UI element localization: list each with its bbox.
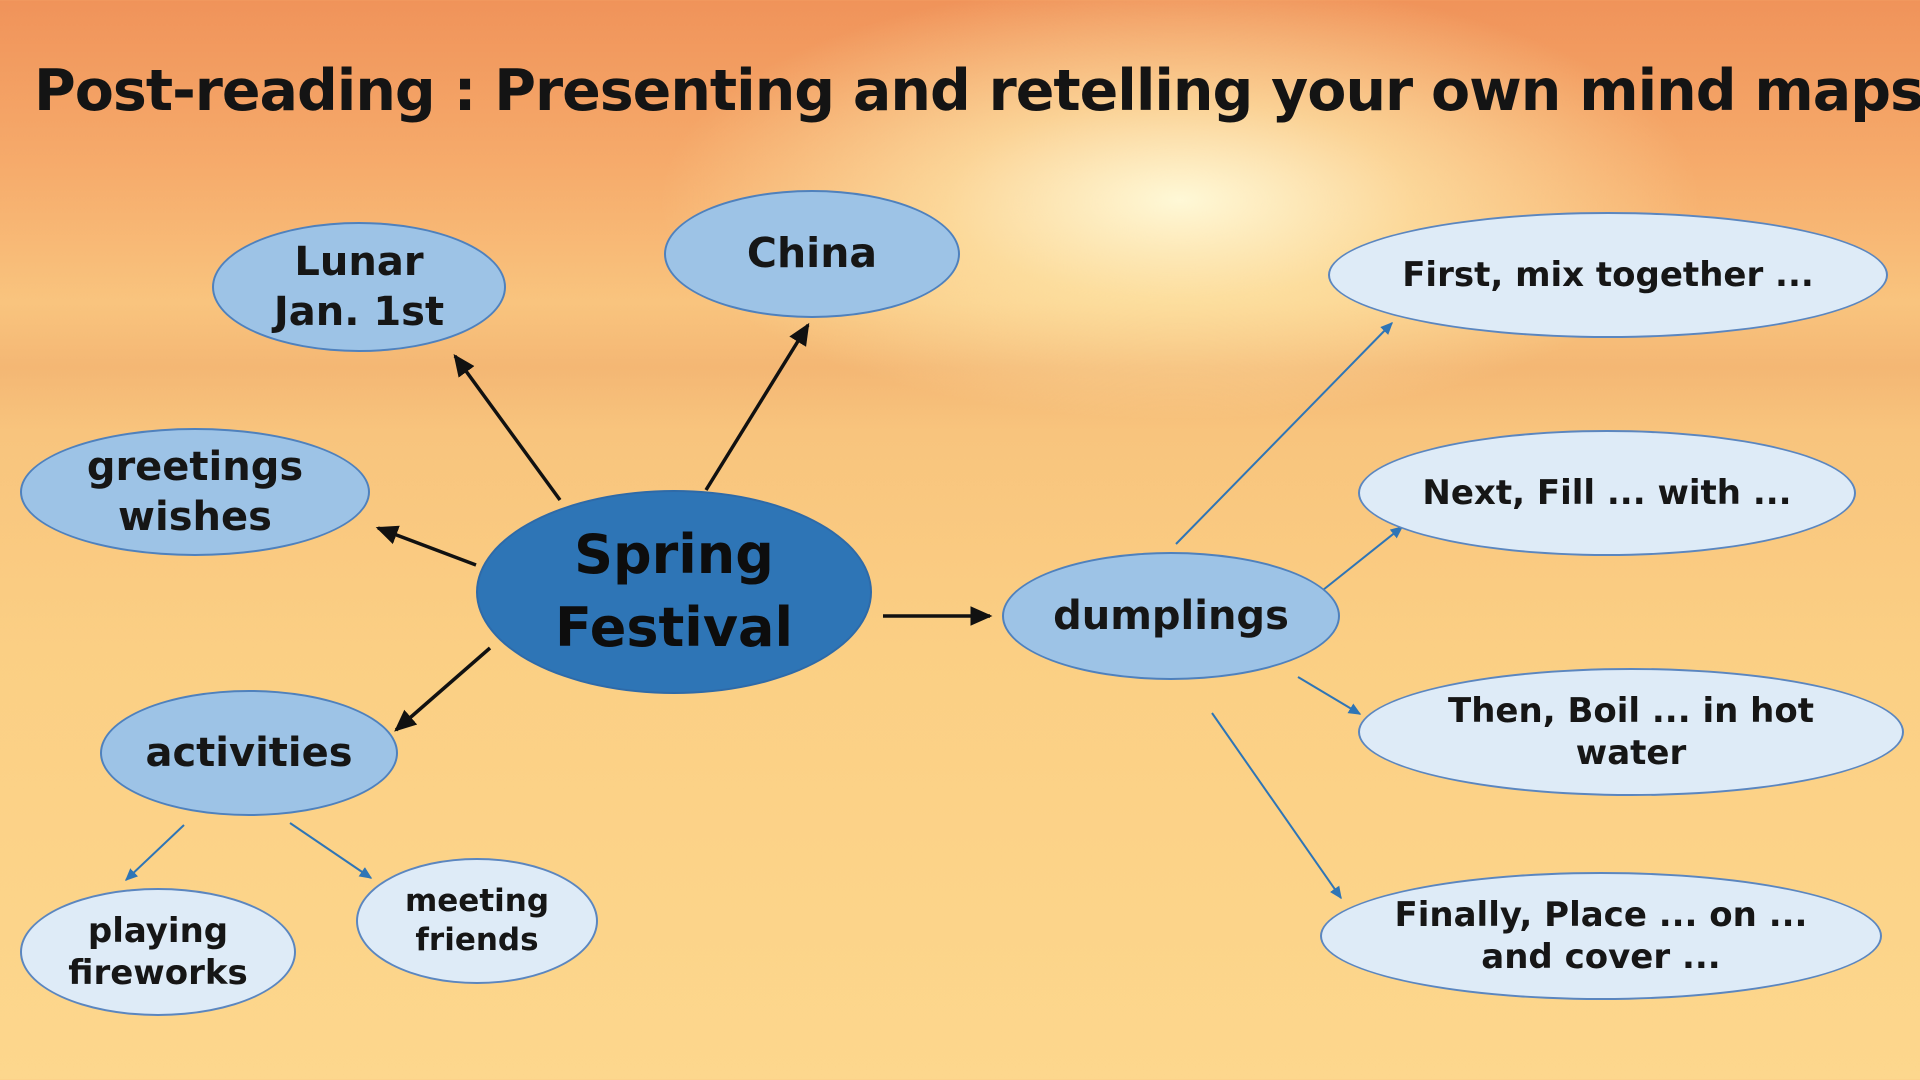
topic-greetings-line1: greetings <box>86 444 304 490</box>
activity-fireworks-line2: fireworks <box>68 953 248 993</box>
topic-node-date: Lunar Jan. 1st <box>212 222 506 352</box>
step-next-line1: Next, Fill ... with ... <box>1422 472 1792 513</box>
arrow-to-friends <box>289 822 373 879</box>
activity-friends-line1: meeting <box>404 883 550 920</box>
arrow-to-step-first <box>1175 321 1393 545</box>
step-node-first: First, mix together ... <box>1328 212 1888 338</box>
topic-dumplings-label: dumplings <box>1053 593 1289 639</box>
topic-place-label: China <box>746 229 878 278</box>
topic-node-place: China <box>664 190 960 318</box>
topic-activities-label: activities <box>145 730 353 776</box>
arrow-to-activities <box>394 646 492 732</box>
slide-title: Post-reading : Presenting and retelling … <box>34 58 1920 124</box>
step-then-line1: Then, Boil ... in hot <box>1448 690 1814 731</box>
topic-date-line1: Lunar <box>294 239 424 285</box>
activity-fireworks-line1: playing <box>87 910 229 951</box>
center-node-line2: Festival <box>555 596 793 659</box>
activity-node-fireworks: playing fireworks <box>20 888 296 1016</box>
arrow-to-fireworks <box>124 824 185 881</box>
step-node-finally: Finally, Place ... on ... and cover ... <box>1320 872 1882 1000</box>
arrow-to-place <box>704 322 810 491</box>
center-node-line1: Spring <box>574 523 774 587</box>
step-node-then: Then, Boil ... in hot water <box>1358 668 1904 796</box>
step-node-next: Next, Fill ... with ... <box>1358 430 1856 556</box>
activity-node-friends: meeting friends <box>356 858 598 984</box>
arrow-to-step-finally <box>1211 712 1342 900</box>
topic-node-activities: activities <box>100 690 398 816</box>
step-finally-line1: Finally, Place ... on ... <box>1394 894 1808 935</box>
step-then-line2: water <box>1575 733 1687 773</box>
topic-greetings-line2: wishes <box>118 494 272 540</box>
arrow-to-step-next <box>1322 526 1404 591</box>
topic-node-dumplings: dumplings <box>1002 552 1340 680</box>
step-finally-line2: and cover ... <box>1481 937 1721 977</box>
center-node-spring-festival: Spring Festival <box>476 490 872 694</box>
arrow-to-step-then <box>1297 676 1362 715</box>
step-first-line1: First, mix together ... <box>1402 254 1814 295</box>
activity-friends-line2: friends <box>415 922 539 958</box>
arrow-to-date <box>453 354 562 502</box>
arrow-to-greetings <box>375 525 477 567</box>
topic-date-line2: Jan. 1st <box>273 289 445 335</box>
topic-node-greetings: greetings wishes <box>20 428 370 556</box>
